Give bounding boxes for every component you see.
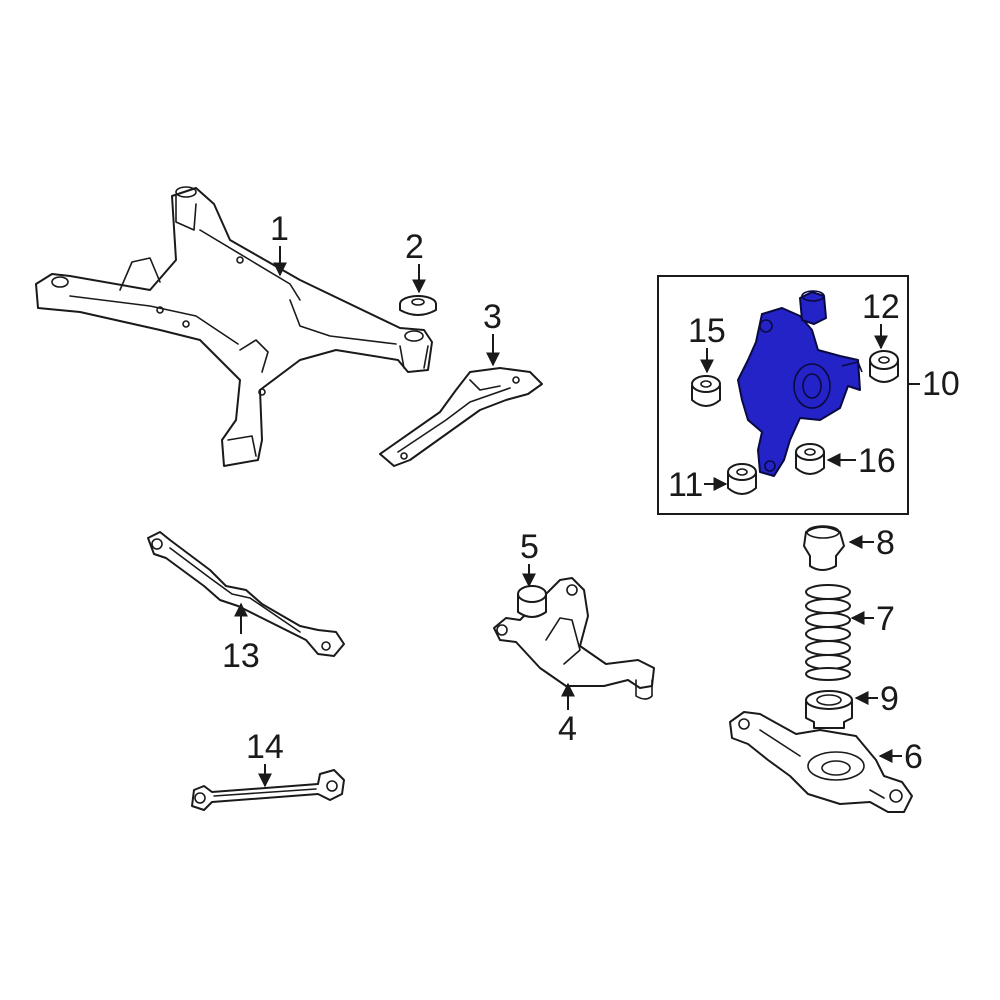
lateral-link-13-part[interactable] [147, 531, 345, 657]
callout-5: 5 [520, 528, 539, 588]
crossmember-part[interactable] [35, 186, 433, 467]
callout-11: 11 [668, 466, 728, 504]
steering-knuckle-part[interactable] [737, 290, 863, 477]
callout-2: 2 [405, 228, 426, 294]
callout-15: 15 [688, 312, 726, 374]
callout-11-label: 11 [668, 466, 703, 504]
callout-16: 16 [826, 442, 896, 480]
callout-8: 8 [848, 524, 895, 562]
callout-9: 9 [854, 680, 899, 718]
spring-seat-9-part[interactable] [805, 690, 853, 729]
callout-3: 3 [483, 298, 502, 367]
toe-link-14-part[interactable] [191, 769, 345, 811]
callout-13-label: 13 [222, 637, 260, 675]
callout-15-label: 15 [688, 312, 726, 350]
washer-part[interactable] [399, 295, 437, 316]
knuckle-group-box [657, 275, 920, 515]
callout-14: 14 [246, 728, 284, 788]
callout-4-label: 4 [558, 710, 577, 748]
callout-8-label: 8 [876, 524, 895, 562]
bushing-15-part[interactable] [691, 375, 721, 407]
callout-7: 7 [850, 600, 895, 638]
callout-6-label: 6 [904, 738, 923, 776]
coil-spring-7-part[interactable] [805, 584, 851, 681]
lower-arm-6-part[interactable] [729, 711, 913, 813]
callout-10-label: 10 [922, 365, 960, 403]
callout-9-label: 9 [880, 680, 899, 718]
callout-5-label: 5 [520, 528, 539, 566]
bushing-12-part[interactable] [869, 350, 899, 383]
bushing-5-part[interactable] [517, 585, 547, 618]
bushing-11-part[interactable] [727, 463, 757, 495]
callout-12-label: 12 [862, 288, 900, 326]
bushing-16-part[interactable] [795, 443, 825, 475]
callout-16-label: 16 [858, 442, 896, 480]
callout-13: 13 [222, 602, 260, 675]
callout-3-label: 3 [483, 298, 502, 336]
bump-stop-8-part[interactable] [803, 525, 845, 571]
callout-1: 1 [270, 210, 289, 277]
shield-plate-part[interactable] [379, 367, 543, 467]
callout-12: 12 [862, 288, 900, 350]
callout-10: 10 [922, 365, 960, 403]
upper-arm-4-part[interactable] [493, 577, 655, 700]
callout-7-label: 7 [876, 600, 895, 638]
callout-2-label: 2 [405, 228, 424, 266]
callout-1-label: 1 [270, 210, 289, 248]
callout-6: 6 [878, 738, 923, 776]
callout-4: 4 [558, 682, 577, 748]
callout-14-label: 14 [246, 728, 284, 766]
